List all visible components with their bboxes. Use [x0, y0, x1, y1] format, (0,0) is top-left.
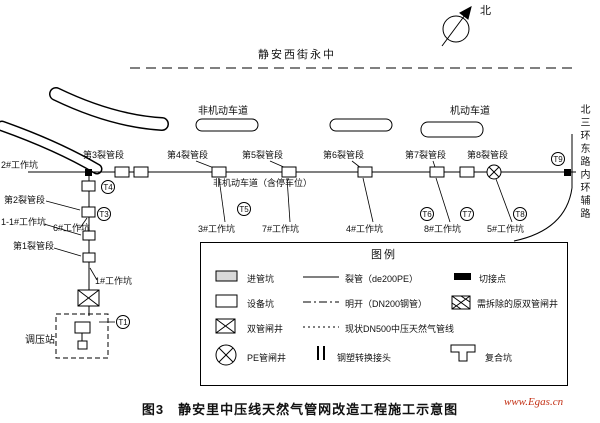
double-valve-well-label: 双管闸井	[247, 324, 284, 334]
marker-t7: T7	[460, 207, 474, 221]
composite-pit-label: 复合坑	[485, 353, 513, 363]
marker-t9: T9	[551, 152, 565, 166]
north-label: 北	[480, 5, 493, 17]
equipment-pit-icon	[215, 294, 239, 309]
existing-line-icon	[303, 325, 339, 329]
right-street-name: 北三环东路内环辅路	[578, 104, 589, 221]
open-cut-line-icon	[303, 300, 339, 304]
segment-1-label: 第1裂管段	[13, 241, 55, 251]
work-pit-boxes	[74, 166, 475, 350]
double-valve-well-icon	[215, 318, 237, 335]
figure-caption: 图3 静安里中压线天然气管网改造工程施工示意图	[141, 402, 459, 417]
lane-motor-top: 机动车道	[450, 106, 490, 117]
marker-t3: T3	[97, 207, 111, 221]
pit-8-label: 8#工作坑	[424, 224, 462, 234]
segment-4-label: 第4裂管段	[167, 150, 209, 160]
double-valve-well	[77, 289, 100, 307]
crack-pipe-label: 裂管（de200PE）	[345, 274, 419, 284]
remove-well-label: 需拆除的原双管闸井	[477, 299, 559, 309]
pit-1-label: 1#工作坑	[95, 276, 133, 286]
marker-t8: T8	[513, 207, 527, 221]
marker-t5: T5	[237, 202, 251, 216]
cut-points	[85, 169, 571, 176]
legend-title: 图例	[371, 249, 397, 261]
pit-6-label: 6#工作坑	[53, 223, 91, 233]
segment-3-label: 第3裂管段	[83, 150, 125, 160]
pit-4-label: 4#工作坑	[346, 224, 384, 234]
curved-road-ramp	[0, 87, 169, 175]
pit-3-label: 3#工作坑	[198, 224, 236, 234]
lane-nonmotor-parking: 非机动车道（含停车位）	[213, 178, 313, 188]
segment-7-label: 第7裂管段	[405, 150, 447, 160]
marker-t4: T4	[101, 180, 115, 194]
inlet-pit-icon	[215, 270, 239, 283]
steel-plastic-joint-icon	[314, 345, 328, 361]
watermark: www.Egas.cn	[504, 396, 564, 408]
north-arrow-icon	[441, 6, 472, 47]
pit-7-label: 7#工作坑	[262, 224, 300, 234]
traffic-islands	[195, 118, 484, 138]
pit-2-label: 2#工作坑	[1, 160, 39, 170]
remove-well-icon	[451, 295, 472, 311]
pe-valve-well-icon	[214, 343, 238, 367]
segment-5-label: 第5裂管段	[242, 150, 284, 160]
marker-t1: T1	[116, 315, 130, 329]
composite-pit-icon	[449, 343, 477, 363]
segment-8-label: 第8裂管段	[467, 150, 509, 160]
crack-pipe-line-icon	[303, 275, 339, 279]
open-cut-label: 明开（DN200钢管）	[345, 299, 428, 309]
pit-1-1-label: 1-1#工作坑	[1, 217, 47, 227]
pe-valve-well-label: PE管闸井	[247, 353, 287, 363]
legend-box: 图例 进管坑 设备坑 双管闸井 PE管闸井	[200, 242, 568, 386]
pe-valve-well	[486, 164, 502, 180]
right-road-edge	[513, 134, 573, 242]
steel-plastic-joint-label: 钢塑转换接头	[337, 353, 392, 363]
existing-line-label: 现状DN500中压天然气管线	[345, 324, 455, 334]
equipment-pit-label: 设备坑	[247, 299, 275, 309]
pit-5-label: 5#工作坑	[487, 224, 525, 234]
segment-2-label: 第2裂管段	[4, 195, 46, 205]
regulator-station-box	[55, 313, 109, 359]
top-street-name: 静安西街永中	[258, 49, 336, 61]
cut-point-icon	[453, 272, 473, 282]
cut-point-label: 切接点	[479, 274, 507, 284]
marker-t6: T6	[420, 207, 434, 221]
station-label: 调压站	[25, 335, 55, 346]
inlet-pit-label: 进管坑	[247, 274, 275, 284]
segment-6-label: 第6裂管段	[323, 150, 365, 160]
lane-nonmotor-top: 非机动车道	[198, 106, 248, 117]
